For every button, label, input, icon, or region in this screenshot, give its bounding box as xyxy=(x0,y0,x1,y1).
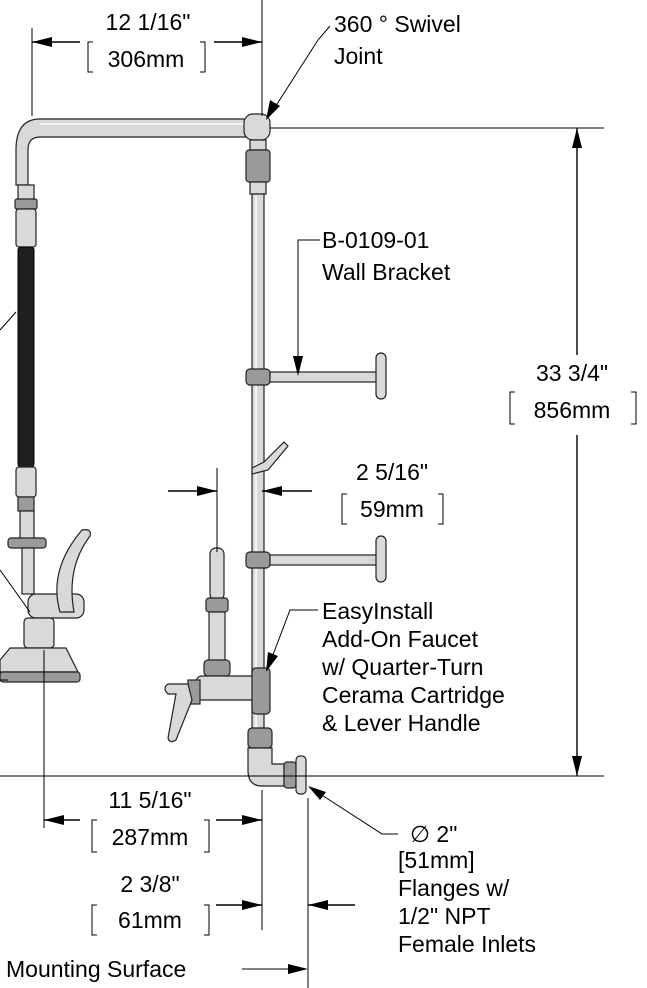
wall-flange-assembly xyxy=(247,727,307,795)
riser-coupling-upper xyxy=(245,149,271,183)
faucet-label-line4: Cerama Cartridge xyxy=(322,682,505,708)
top-width-mm-label: 306mm xyxy=(108,46,185,72)
faucet-label-line5: & Lever Handle xyxy=(322,710,481,736)
spacing-mm-label: 59mm xyxy=(360,496,424,522)
spray-valve xyxy=(0,510,91,683)
spacing-label: 2 5/16" xyxy=(356,459,428,485)
pre-rinse-hose xyxy=(14,184,38,512)
flange-label-line4: 1/2" NPT xyxy=(398,903,491,929)
offset-label: 2 3/8" xyxy=(120,871,179,897)
wall-bracket-upper xyxy=(245,352,387,400)
dimension-labels: 12 1/16" 306mm 360 ° Swivel Joint B-0109… xyxy=(6,9,610,982)
flange-label-line1: ∅ 2" xyxy=(410,821,457,847)
swivel-label-line1: 360 ° Swivel xyxy=(334,11,461,37)
height-mm-label: 856mm xyxy=(534,397,611,423)
fixture-illustration xyxy=(0,113,387,795)
top-width-label: 12 1/16" xyxy=(106,9,191,35)
wall-bracket-lower xyxy=(245,535,387,583)
flange-label-line3: Flanges w/ xyxy=(398,875,510,901)
faucet-label-line3: w/ Quarter-Turn xyxy=(321,654,483,680)
faucet-label-line2: Add-On Faucet xyxy=(322,626,479,652)
offset-mm-label: 61mm xyxy=(118,907,182,933)
bracket-label-line1: B-0109-01 xyxy=(322,227,429,253)
hose-hook xyxy=(251,441,289,475)
add-on-faucet xyxy=(164,547,271,743)
faucet-label-line1: EasyInstall xyxy=(322,598,433,624)
spray-handle xyxy=(56,529,91,613)
mounting-surface-label: Mounting Surface xyxy=(6,956,186,982)
swivel-label-line2: Joint xyxy=(334,43,383,69)
flange-label-line2: [51mm] xyxy=(398,847,475,873)
overhead-arm xyxy=(15,118,251,186)
reach-label: 11 5/16" xyxy=(108,787,191,813)
bracket-label-line2: Wall Bracket xyxy=(322,259,451,285)
flange xyxy=(295,755,307,795)
height-label: 33 3/4" xyxy=(536,360,608,386)
swivel-joint xyxy=(243,113,271,141)
flange-label-line5: Female Inlets xyxy=(398,931,536,957)
reach-mm-label: 287mm xyxy=(112,824,189,850)
lever-handle xyxy=(164,683,193,743)
